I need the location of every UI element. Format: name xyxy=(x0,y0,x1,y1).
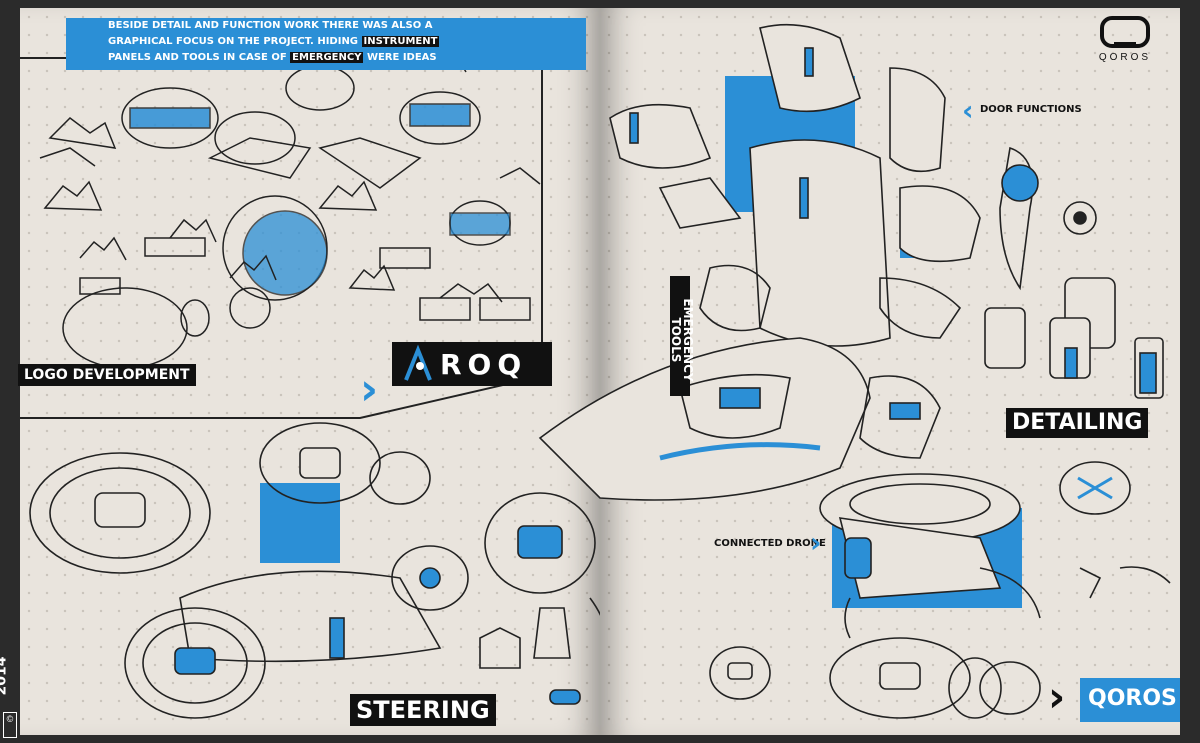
logo-sketch-frame xyxy=(20,47,543,419)
intro-highlight-emergency: emergency xyxy=(290,52,364,63)
qoros-logo: QOROS xyxy=(1080,16,1170,68)
callout-connected-drone: CONNECTED DRONE xyxy=(714,538,826,549)
section-label-logo-development: LOGO DEVELOPMENT xyxy=(18,364,196,386)
steering-sketches xyxy=(29,422,614,719)
left-page: Beside detail and function work there wa… xyxy=(0,8,614,738)
qoros-q-icon xyxy=(1100,16,1150,48)
qoros-banner: QOROS xyxy=(1080,678,1180,722)
section-label-steering: STEERING xyxy=(350,694,496,726)
roq-logo-badge: ROQ xyxy=(392,342,552,386)
roq-logo-text: ROQ xyxy=(440,348,528,381)
intro-text-part-1: Beside detail and function work there wa… xyxy=(108,20,433,47)
door-functions-chevron-icon: ‹ xyxy=(962,94,974,127)
year-label: 2014 xyxy=(0,648,16,708)
interior-sketch xyxy=(538,337,941,501)
intro-text-part-3: were ideas xyxy=(363,52,437,63)
qoros-banner-text: QOROS xyxy=(1088,686,1177,711)
year-text: 2014 xyxy=(0,656,10,696)
door-function-sketches xyxy=(609,23,1164,399)
connected-drone-chevron-icon: › xyxy=(810,526,822,559)
intro-text-part-2: panels and tools in case of xyxy=(108,52,291,63)
callout-door-functions: DOOR FUNCTIONS xyxy=(980,104,1082,115)
section-label-detailing: DETAILING xyxy=(1006,408,1149,438)
right-page: EMERGENCY TOOLS ‹ DOOR FUNCTIONS QOROS D… xyxy=(538,8,1180,735)
intro-text: Beside detail and function work there wa… xyxy=(108,18,448,66)
emergency-tools-text: EMERGENCY TOOLS xyxy=(669,298,695,382)
qoros-banner-chevron-icon: › xyxy=(1048,672,1066,721)
qoros-logo-text: QOROS xyxy=(1098,52,1152,63)
bottom-wheel-sketches xyxy=(709,637,1041,719)
roq-star-icon xyxy=(404,344,432,381)
copyright-icon: © xyxy=(3,712,17,738)
section-label-emergency-tools: EMERGENCY TOOLS xyxy=(669,276,695,396)
connected-drone-sketch xyxy=(819,461,1171,639)
chevron-right-icon: › xyxy=(360,364,379,415)
intro-highlight-instrument: instrument xyxy=(361,36,440,47)
